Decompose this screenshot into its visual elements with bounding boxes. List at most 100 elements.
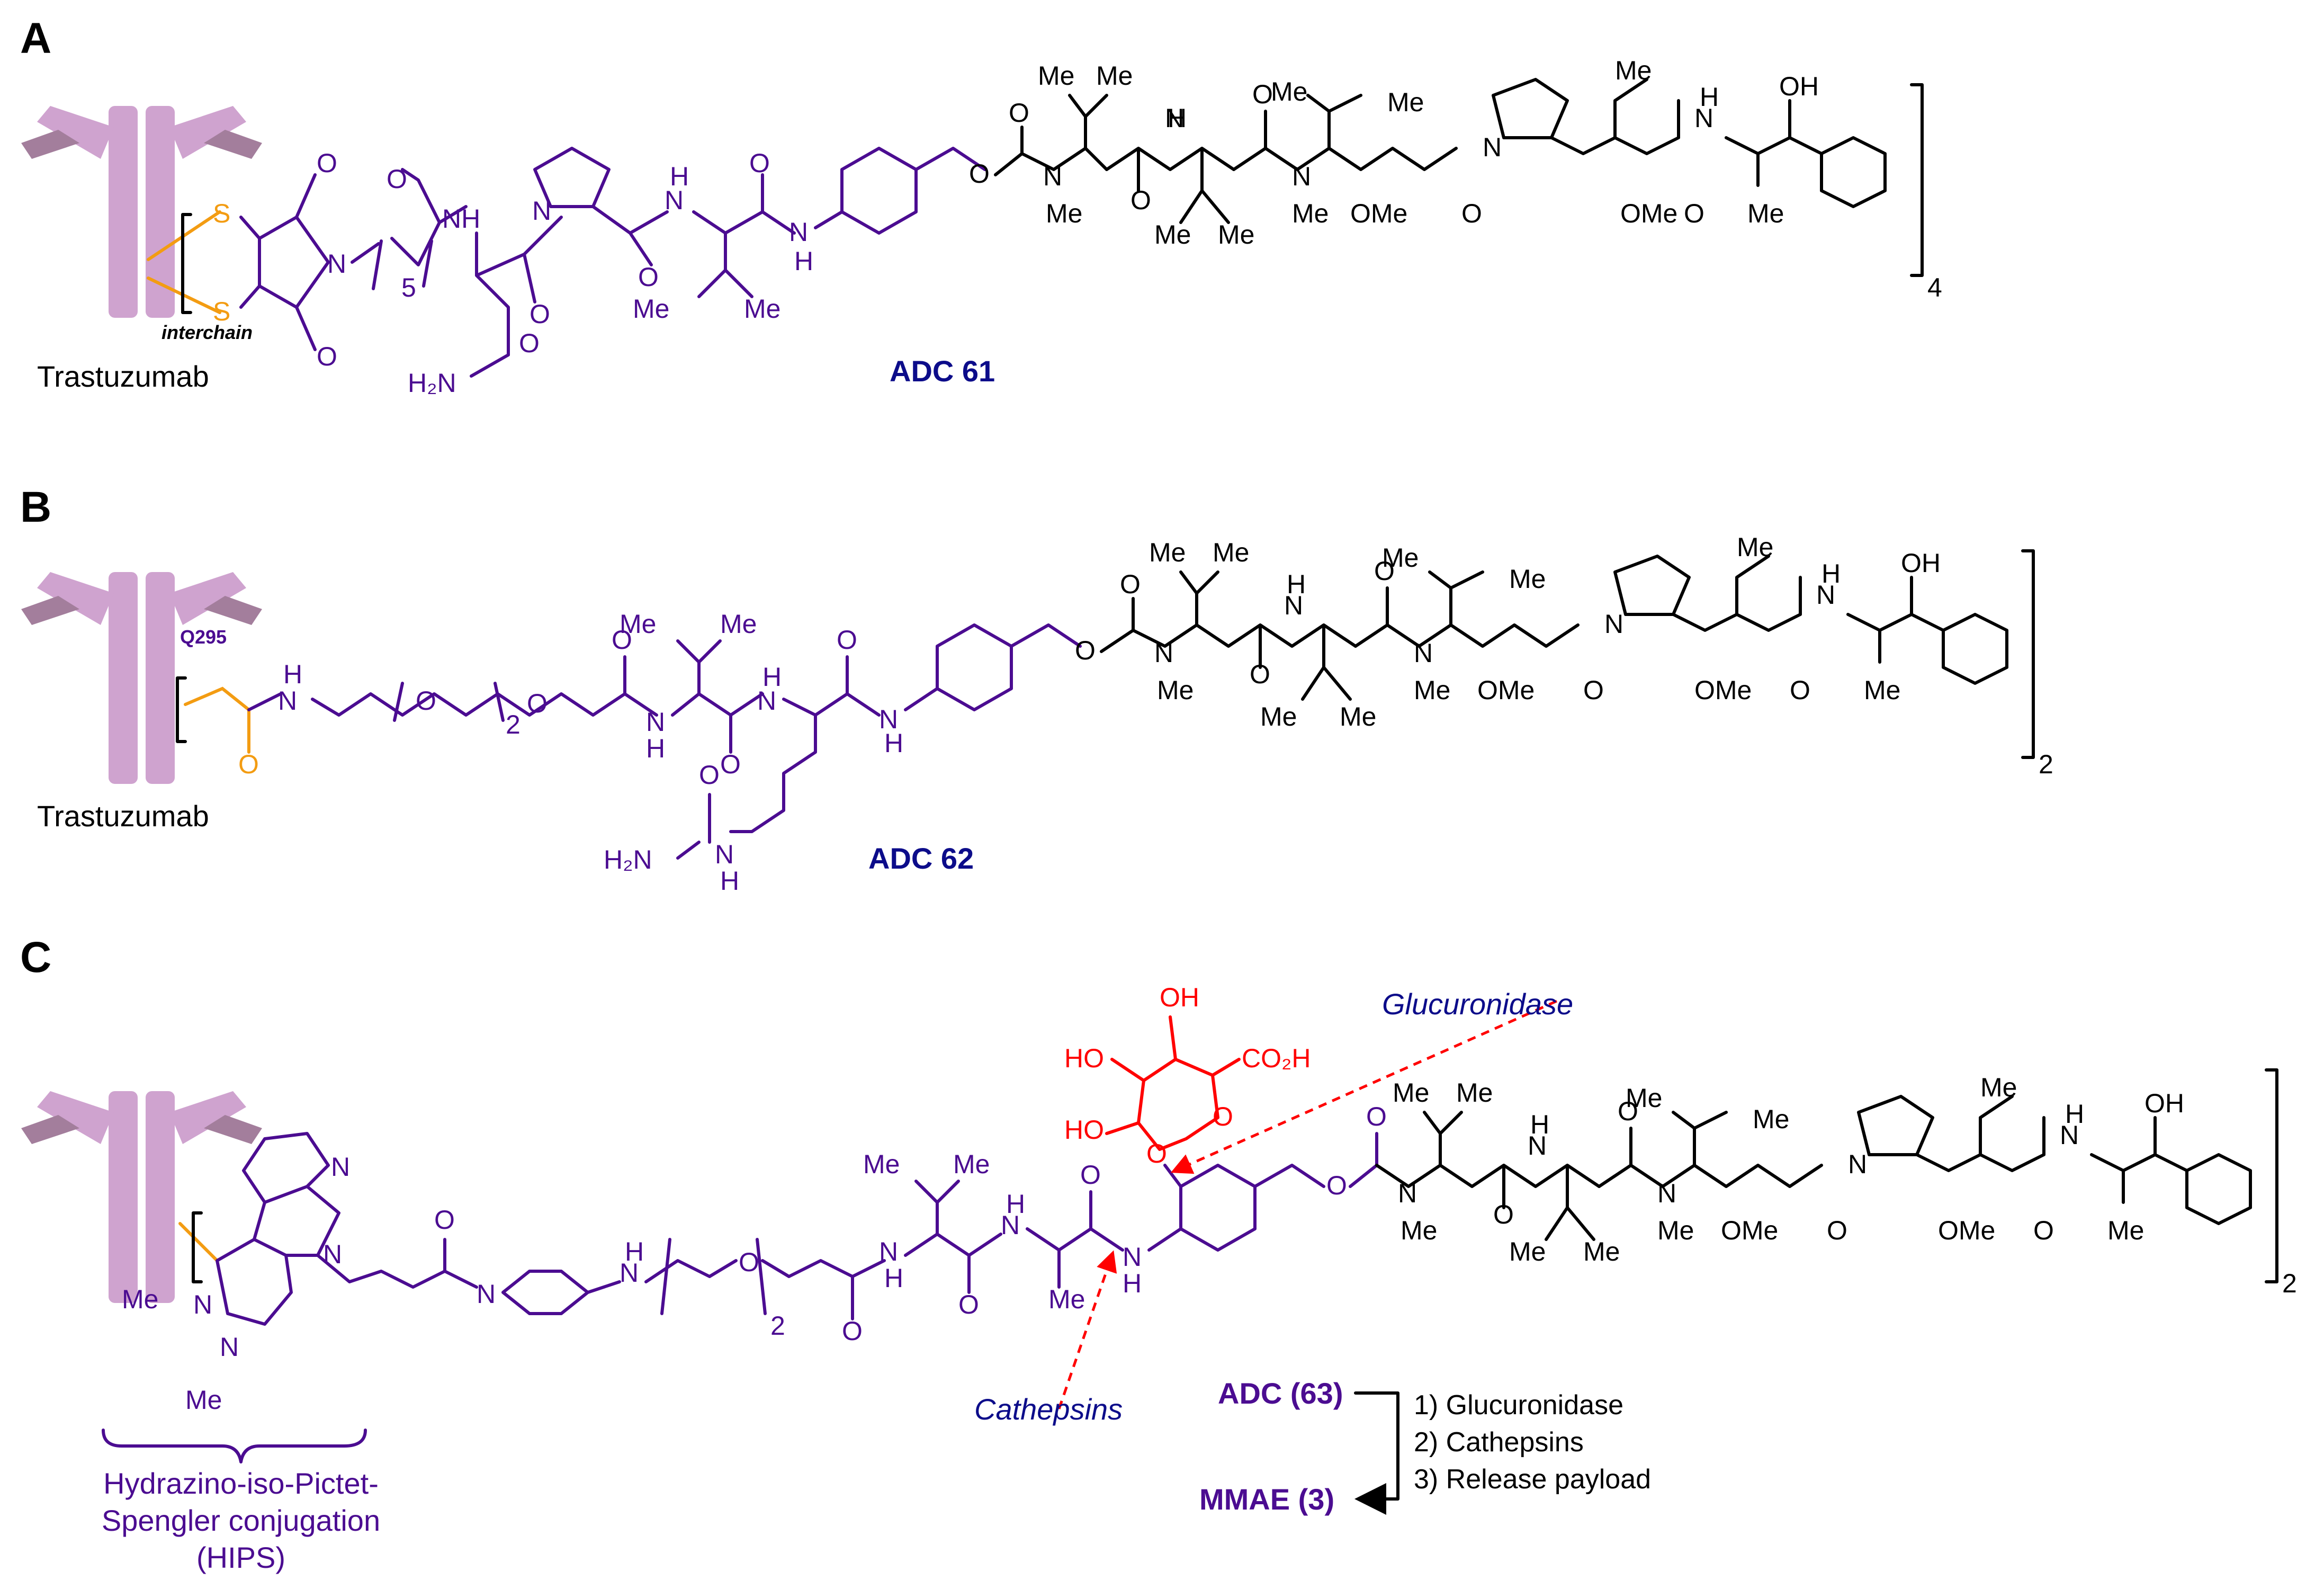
step-3: 3) Release payload [1414,1464,1651,1495]
svg-text:O: O [1461,199,1482,228]
svg-text:Me: Me [1038,61,1074,91]
interchain-label: interchain [161,322,253,343]
svg-text:OMe: OMe [1477,675,1535,705]
svg-text:OMe: OMe [1350,199,1407,228]
svg-text:Me: Me [1218,220,1254,249]
svg-text:H: H [1168,103,1187,133]
svg-text:2: 2 [770,1311,785,1341]
svg-text:O: O [739,1247,759,1277]
svg-text:H: H [2065,1099,2084,1129]
svg-text:Me: Me [1271,77,1307,106]
svg-text:H: H [884,728,903,758]
svg-text:O: O [1583,675,1604,705]
svg-text:O: O [1252,79,1273,109]
svg-text:NH: NH [442,204,480,234]
svg-text:N: N [1816,580,1835,610]
panel-label-c: C [20,933,51,981]
svg-text:Me: Me [1096,61,1133,91]
svg-text:OMe: OMe [1721,1216,1778,1245]
svg-text:O: O [720,749,741,779]
svg-text:Me: Me [1509,564,1546,594]
mmae-payload-a: O O N Me Me Me O N H Me Me O N Me Me Me … [969,56,1942,302]
svg-text:Me: Me [1615,56,1652,85]
glucuronidase-arrow [1170,999,1558,1174]
release-arrow [1354,1391,1399,1515]
svg-text:N: N [1154,638,1173,668]
svg-text:O: O [1790,675,1810,705]
svg-text:2: 2 [506,710,521,739]
svg-text:Me: Me [863,1149,900,1179]
svg-text:OH: OH [1901,548,1941,578]
svg-text:N: N [1483,132,1502,162]
svg-text:N: N [327,249,346,279]
svg-text:O: O [317,342,337,371]
svg-text:Me: Me [185,1385,222,1415]
svg-text:O: O [1618,1096,1638,1126]
panel-label-a: A [20,14,51,63]
svg-text:N: N [1123,1242,1142,1272]
glucuronide-c: OH HO HO O CO₂H [1064,983,1311,1151]
svg-text:Me: Me [1260,702,1297,731]
svg-text:OH: OH [2144,1088,2184,1118]
antibody-icon-a [21,106,262,318]
svg-text:H: H [720,866,739,896]
hips-linker-c: N N N N Me Me O N N H O 2 O N H Me Me O … [122,1132,1325,1415]
antibody-label-b: Trastuzumab [37,799,209,833]
svg-text:Me: Me [1387,87,1424,117]
mmae-label: MMAE (3) [1199,1483,1334,1516]
svg-text:Me: Me [1292,199,1329,228]
svg-text:OMe: OMe [1694,675,1752,705]
svg-text:O: O [612,625,632,655]
svg-text:Me: Me [1626,1083,1662,1113]
svg-text:O: O [969,159,990,189]
svg-text:O: O [1080,1160,1101,1190]
svg-text:N: N [757,686,776,716]
svg-text:OMe: OMe [1938,1216,1995,1245]
svg-text:OH: OH [1779,72,1819,101]
svg-text:O: O [238,749,259,779]
svg-text:N: N [1414,638,1433,668]
svg-text:H: H [625,1237,644,1266]
svg-text:H: H [794,246,813,276]
svg-text:O: O [1130,185,1151,215]
svg-text:N: N [665,185,684,215]
svg-text:N: N [477,1279,496,1309]
svg-text:O: O [527,689,548,718]
svg-text:S: S [213,199,230,228]
svg-text:N: N [1165,103,1184,133]
svg-text:Me: Me [1747,199,1784,228]
svg-text:N: N [1604,609,1623,639]
svg-text:O: O [387,164,407,194]
svg-text:Me: Me [633,294,669,324]
glucuronidase-label: Glucuronidase [1382,987,1573,1021]
svg-text:O: O [1827,1216,1847,1245]
svg-text:Me: Me [1456,1078,1493,1108]
svg-text:O: O [1493,1200,1514,1229]
svg-text:O: O [1009,98,1029,128]
peg-linker-b: O N H O O 2 O N H Me Me O N H O O H₂N N … [176,609,1082,896]
svg-text:Me: Me [1401,1216,1437,1245]
svg-text:O: O [749,148,770,178]
svg-text:O: O [530,299,550,329]
svg-text:H: H [670,162,689,191]
svg-text:Me: Me [720,609,757,639]
antibody-icon-b [21,572,262,784]
step-2: 2) Cathepsins [1414,1427,1584,1458]
svg-text:N: N [220,1332,239,1362]
svg-text:OH: OH [1160,983,1199,1012]
svg-text:N: N [323,1239,342,1269]
svg-text:N: N [789,217,808,247]
svg-text:N: N [1398,1179,1417,1208]
svg-text:O: O [638,262,659,292]
svg-text:H: H [1700,82,1719,112]
svg-text:Me: Me [1382,543,1419,573]
svg-text:Me: Me [1157,675,1194,705]
svg-text:H: H [283,659,302,689]
cathepsins-arrow [1057,1250,1117,1409]
svg-text:Me: Me [1048,1284,1085,1314]
svg-text:O: O [1120,569,1141,599]
svg-text:HO: HO [1064,1115,1104,1145]
svg-text:Me: Me [1583,1237,1620,1266]
svg-text:Me: Me [1414,675,1450,705]
